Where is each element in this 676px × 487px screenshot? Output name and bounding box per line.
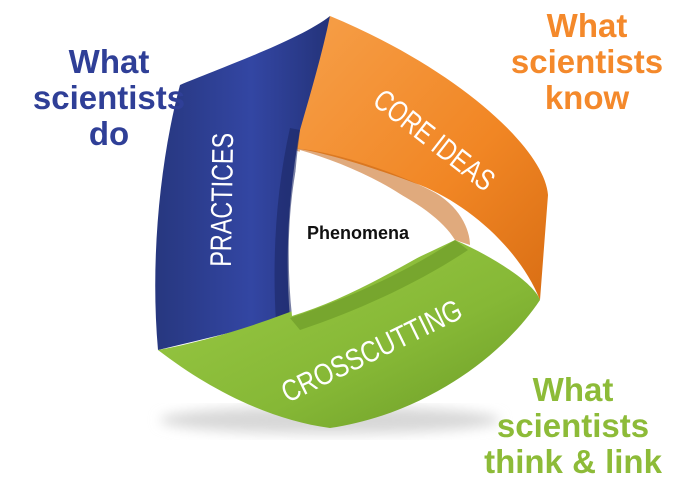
caption-line: think & link: [484, 443, 662, 480]
crosscutting-band-edge: [290, 240, 468, 330]
caption-line: scientists: [496, 407, 650, 444]
caption-line: scientists: [32, 79, 186, 116]
crosscutting-band: [158, 240, 540, 428]
center-label: Phenomena: [307, 223, 410, 243]
crosscutting-caption: What scientists think & link: [470, 372, 676, 480]
caption-line: What: [546, 7, 628, 44]
caption-line: What: [532, 371, 614, 408]
center-area: [288, 150, 452, 316]
caption-line: What: [68, 43, 150, 80]
caption-line: scientists: [510, 43, 664, 80]
core-ideas-caption: What scientists know: [498, 8, 676, 116]
core-ideas-band: [290, 16, 548, 300]
core-ideas-band-edge: [290, 148, 470, 245]
practices-caption: What scientists do: [14, 44, 204, 152]
practices-band-edge: [274, 128, 300, 322]
practices-band-label: PRACTICES: [204, 133, 240, 267]
caption-line: do: [88, 115, 130, 152]
caption-line: know: [544, 79, 630, 116]
